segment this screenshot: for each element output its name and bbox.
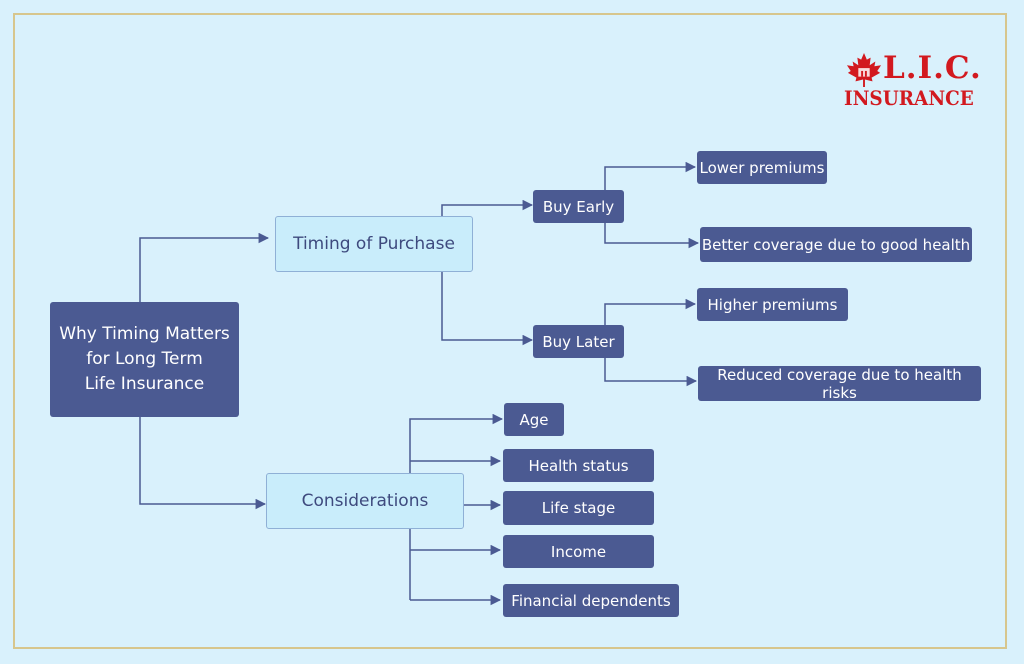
link-early-better [604,223,700,249]
logo-insurance-text: INSURANCE [844,86,974,110]
link-later-reduced [604,358,698,387]
age-node: Age [504,403,564,436]
link-later-higher [604,298,697,325]
link-early-lower [604,161,697,190]
link-timing-buy-early [441,199,534,216]
maple-leaf-icon [846,52,882,88]
considerations-node: Considerations [266,473,464,529]
better-coverage-node: Better coverage due to good health [700,227,972,262]
link-root-timing [139,232,270,302]
decorative-border [13,13,1007,649]
root-node: Why Timing Matters for Long Term Life In… [50,302,239,417]
income-node: Income [503,535,654,568]
root-line-2: for Long Term [86,349,203,369]
logo-lic-text: L.I.C. [883,50,982,86]
higher-premiums-node: Higher premiums [697,288,848,321]
link-cons-age [409,413,504,473]
health-status-node: Health status [503,449,654,482]
financial-dependents-node: Financial dependents [503,584,679,617]
timing-of-purchase-node: Timing of Purchase [275,216,473,272]
buy-early-node: Buy Early [533,190,624,223]
link-timing-buy-later [441,272,534,346]
link-root-considerations [139,417,267,510]
lower-premiums-node: Lower premiums [697,151,827,184]
root-line-3: Life Insurance [84,374,205,394]
root-line-1: Why Timing Matters [59,324,230,344]
reduced-coverage-node: Reduced coverage due to health risks [698,366,981,402]
buy-later-node: Buy Later [533,325,624,358]
life-stage-node: Life stage [503,491,654,525]
lic-insurance-logo: L.I.C. INSURANCE [843,50,988,110]
